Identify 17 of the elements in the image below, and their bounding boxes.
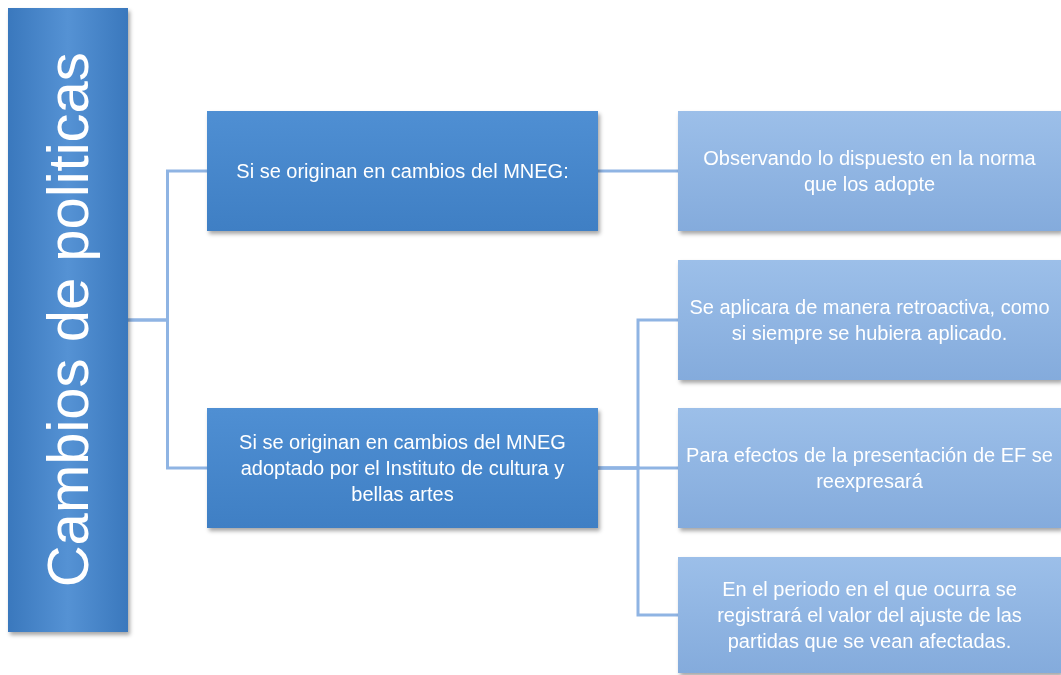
- box-text: Si se originan en cambios del MNEG:: [235, 159, 570, 184]
- title-box: [8, 8, 128, 632]
- box-text: Si se originan en cambios del MNEG adoptado por el Instituto de cultura y bellas artes: [238, 430, 567, 507]
- title-text: Cambios de politicas: [34, 51, 102, 590]
- box-text: En el periodo en el que ocurra se registrará el valor del ajuste de las partidas que se vean afectadas.: [716, 577, 1023, 654]
- box-text: Se aplicara de manera retroactiva, como si siempre se hubiera aplicado.: [688, 295, 1051, 346]
- result-box: [678, 557, 1061, 673]
- box-text: Para efectos de la presentación de EF se reexpresará: [685, 443, 1054, 494]
- branch-box: [207, 111, 598, 231]
- branch-box: [207, 408, 598, 528]
- result-box: [678, 111, 1061, 231]
- connector-line: [598, 466, 678, 617]
- connector-line: [128, 318, 207, 470]
- box-text: Observando lo dispuesto en la norma que los adopte: [702, 146, 1037, 197]
- connector-line: [598, 169, 678, 173]
- result-box: [678, 260, 1061, 380]
- result-box: [678, 408, 1061, 528]
